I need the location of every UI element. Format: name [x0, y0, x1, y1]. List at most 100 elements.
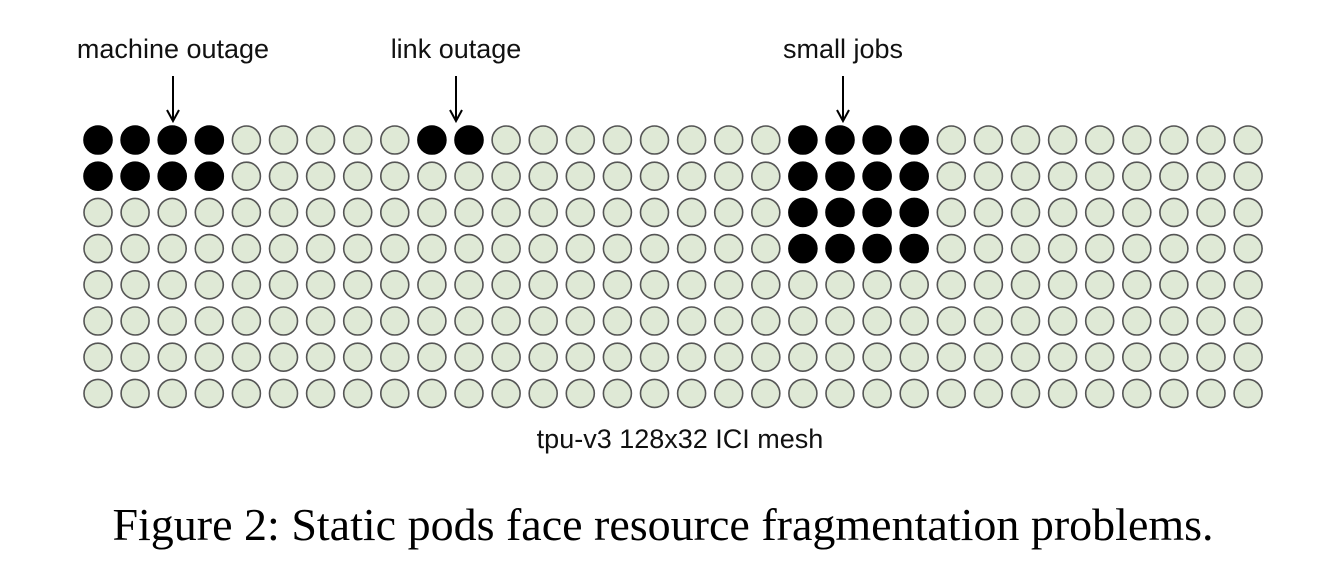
free-node — [417, 233, 447, 264]
free-node — [528, 197, 559, 228]
free-node — [120, 306, 150, 336]
free-node — [565, 233, 596, 264]
free-node — [1159, 233, 1189, 264]
free-node — [602, 161, 633, 191]
free-node — [157, 378, 187, 409]
free-node — [417, 269, 447, 300]
free-node — [1010, 306, 1041, 336]
free-node — [417, 378, 447, 409]
free-node — [1159, 197, 1189, 228]
free-node — [1122, 125, 1152, 155]
free-node — [305, 378, 336, 409]
free-node — [1084, 233, 1115, 264]
figure-caption: Figure 2: Static pods face resource frag… — [112, 499, 1214, 550]
free-node — [1047, 233, 1078, 264]
free-node — [491, 197, 521, 228]
occupied-node — [899, 197, 930, 228]
free-node — [120, 269, 150, 300]
free-node — [676, 233, 707, 264]
free-node — [1047, 378, 1078, 409]
free-node — [1010, 161, 1041, 191]
free-node — [1233, 233, 1263, 264]
occupied-node — [120, 125, 150, 155]
free-node — [1233, 342, 1263, 373]
link-outage-arrowhead — [449, 109, 463, 124]
free-node — [379, 233, 410, 264]
free-node — [528, 306, 559, 336]
free-node — [862, 342, 892, 373]
free-node — [936, 306, 967, 336]
free-node — [825, 342, 855, 373]
free-node — [528, 233, 559, 264]
free-node — [305, 197, 336, 228]
free-node — [194, 378, 225, 409]
occupied-node — [157, 161, 187, 191]
free-node — [936, 197, 967, 228]
free-node — [1122, 306, 1152, 336]
occupied-node — [454, 125, 484, 155]
free-node — [565, 269, 596, 300]
free-node — [342, 125, 373, 155]
free-node — [676, 269, 707, 300]
free-node — [194, 197, 225, 228]
free-node — [231, 342, 262, 373]
free-node — [491, 342, 521, 373]
free-node — [157, 306, 187, 336]
free-node — [639, 378, 670, 409]
free-node — [491, 161, 521, 191]
free-node — [973, 125, 1004, 155]
free-node — [973, 378, 1004, 409]
free-node — [157, 197, 187, 228]
free-node — [342, 197, 373, 228]
free-node — [83, 378, 113, 409]
free-node — [454, 269, 484, 300]
free-node — [602, 269, 633, 300]
free-node — [1047, 269, 1078, 300]
small-jobs-label: small jobs — [783, 34, 903, 64]
occupied-node — [194, 125, 225, 155]
free-node — [1047, 125, 1078, 155]
occupied-node — [899, 161, 930, 191]
free-node — [713, 125, 744, 155]
free-node — [231, 233, 262, 264]
free-node — [342, 378, 373, 409]
free-node — [899, 342, 930, 373]
free-node — [491, 378, 521, 409]
free-node — [157, 342, 187, 373]
free-node — [676, 161, 707, 191]
free-node — [1084, 342, 1115, 373]
free-node — [83, 197, 113, 228]
free-node — [1047, 306, 1078, 336]
occupied-node — [788, 197, 818, 228]
free-node — [1196, 269, 1226, 300]
free-node — [491, 125, 521, 155]
free-node — [899, 306, 930, 336]
free-node — [788, 342, 818, 373]
free-node — [750, 342, 781, 373]
free-node — [194, 269, 225, 300]
free-node — [1084, 197, 1115, 228]
free-node — [1047, 342, 1078, 373]
free-node — [231, 306, 262, 336]
free-node — [379, 269, 410, 300]
free-node — [713, 342, 744, 373]
free-node — [936, 342, 967, 373]
free-node — [1233, 125, 1263, 155]
free-node — [268, 342, 299, 373]
free-node — [750, 306, 781, 336]
free-node — [379, 306, 410, 336]
free-node — [676, 342, 707, 373]
free-node — [713, 306, 744, 336]
occupied-node — [862, 161, 892, 191]
ici-mesh — [83, 125, 1263, 409]
free-node — [528, 378, 559, 409]
free-node — [120, 233, 150, 264]
free-node — [862, 269, 892, 300]
free-node — [454, 306, 484, 336]
free-node — [750, 378, 781, 409]
free-node — [825, 306, 855, 336]
free-node — [417, 342, 447, 373]
free-node — [1122, 197, 1152, 228]
free-node — [454, 378, 484, 409]
free-node — [565, 197, 596, 228]
